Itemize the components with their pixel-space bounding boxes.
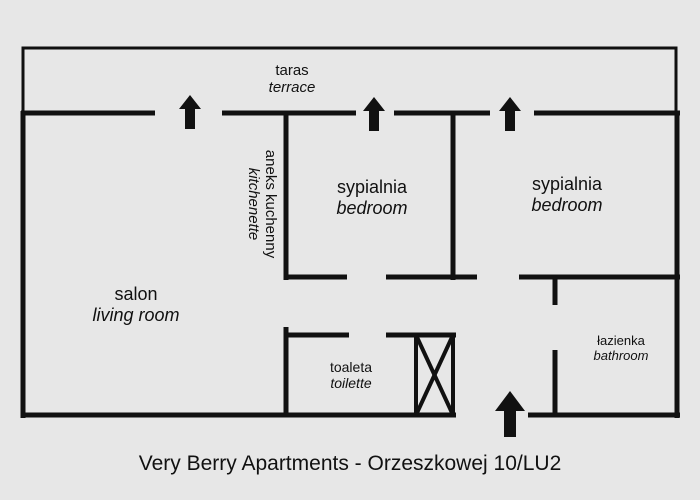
- bedroom1-label-pl: sypialnia: [336, 177, 408, 197]
- toilet-label-pl: toaleta: [329, 359, 373, 375]
- terrace-label-pl: taras: [275, 62, 309, 79]
- bedroom2-label-en: bedroom: [531, 194, 603, 215]
- bathroom-label-pl: łazienka: [597, 333, 645, 348]
- shaft-box: [414, 333, 455, 417]
- walls: [20, 110, 680, 418]
- terrace-outline: [21, 46, 678, 113]
- terrace-door-arrow-2: [363, 97, 385, 131]
- bathroom-label: łazienka bathroom: [571, 333, 671, 364]
- terrace-label-en: terrace: [268, 79, 316, 97]
- door-arrows: [179, 95, 525, 437]
- kitchenette-label-pl: aneks kuchenny: [262, 149, 279, 259]
- kitchenette-label: aneks kuchenny kitchenette: [243, 129, 279, 279]
- bedroom2-label-pl: sypialnia: [531, 174, 603, 194]
- terrace-door-arrow-1: [179, 95, 201, 129]
- living-room-label: salon living room: [66, 284, 206, 325]
- terrace-door-arrow-3: [499, 97, 521, 131]
- kitchenette-label-en: kitchenette: [244, 167, 262, 241]
- toilet-label: toaleta toilette: [301, 359, 401, 391]
- terrace-label: taras terrace: [232, 62, 352, 97]
- bedroom1-label: sypialnia bedroom: [302, 177, 442, 218]
- toilet-label-en: toilette: [330, 375, 372, 392]
- living-room-label-pl: salon: [114, 284, 158, 304]
- living-room-label-en: living room: [92, 304, 180, 325]
- bathroom-label-en: bathroom: [593, 347, 649, 363]
- apartment-caption: Very Berry Apartments - Orzeszkowej 10/L…: [138, 452, 562, 475]
- entrance-arrow: [495, 391, 525, 437]
- bedroom2-label: sypialnia bedroom: [497, 174, 637, 215]
- bedroom1-label-en: bedroom: [336, 197, 408, 218]
